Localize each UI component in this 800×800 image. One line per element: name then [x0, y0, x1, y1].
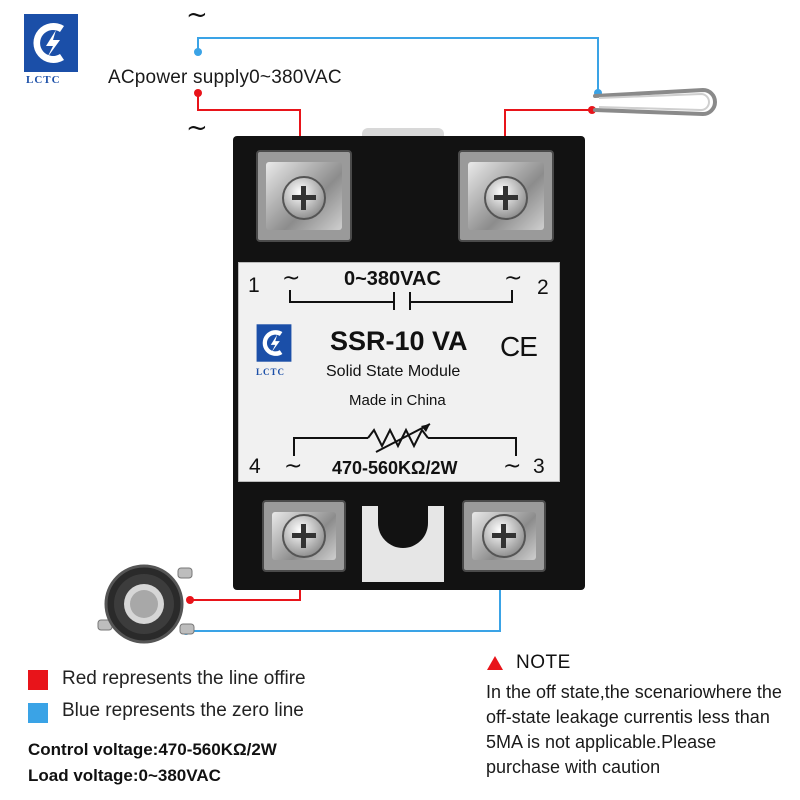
load-voltage-label: 0~380VAC: [344, 268, 441, 290]
label-tilde-1: ~: [282, 266, 301, 291]
model-name: SSR-10 VA: [330, 326, 468, 356]
blue-wire-top: [197, 37, 599, 93]
brand-logo: LCTC: [20, 12, 82, 86]
pin-4-label: 4: [249, 455, 261, 478]
screw-terminal-icon: [484, 176, 528, 220]
heating-element-icon: [593, 87, 717, 117]
red-legend-swatch: [28, 670, 48, 690]
switch-symbol: [289, 290, 513, 310]
red-legend-text: Red represents the line offire: [62, 668, 306, 689]
resistor-spec-label: 470-560KΩ/2W: [332, 458, 458, 478]
variable-resistor-symbol-icon: [293, 423, 517, 456]
terminal-2[interactable]: [458, 150, 554, 242]
label-tilde-4: ~: [284, 454, 303, 479]
label-tilde-3: ~: [503, 454, 522, 479]
load-voltage-spec: Load voltage:0~380VAC: [28, 766, 221, 785]
pin-1-label: 1: [248, 274, 260, 297]
mounting-tab-bottom: [362, 506, 444, 582]
origin-label: Made in China: [349, 392, 446, 409]
note-body: In the off state,the scenariowhere the o…: [486, 682, 782, 777]
blue-legend-text: Blue represents the zero line: [62, 700, 304, 721]
lctc-logo-icon: [24, 14, 78, 72]
terminal-4[interactable]: [262, 500, 346, 572]
pin-2-label: 2: [537, 276, 549, 299]
screw-terminal-icon: [282, 176, 326, 220]
potentiometer-icon: [97, 564, 195, 644]
label-logo-text: LCTC: [256, 367, 286, 377]
supply-tilde-top: ~: [186, 0, 208, 30]
supply-tilde-bottom: ~: [186, 113, 208, 143]
module-description: Solid State Module: [326, 363, 461, 380]
control-voltage-spec: Control voltage:470-560KΩ/2W: [28, 740, 277, 759]
screw-terminal-icon: [282, 514, 326, 558]
lctc-logo-icon: [256, 324, 292, 362]
ce-mark-icon: CE: [500, 331, 538, 362]
note-title: NOTE: [516, 652, 571, 673]
supply-label: ACpower supply0~380VAC: [108, 67, 342, 88]
terminal-1[interactable]: [256, 150, 352, 242]
label-logo: LCTC: [254, 322, 298, 382]
terminal-3[interactable]: [462, 500, 546, 572]
label-tilde-2: ~: [504, 266, 523, 291]
screw-terminal-icon: [482, 514, 526, 558]
blue-legend-swatch: [28, 703, 48, 723]
brand-name: LCTC: [26, 74, 61, 86]
pin-3-label: 3: [533, 455, 545, 478]
warning-triangle-icon: [487, 656, 503, 670]
